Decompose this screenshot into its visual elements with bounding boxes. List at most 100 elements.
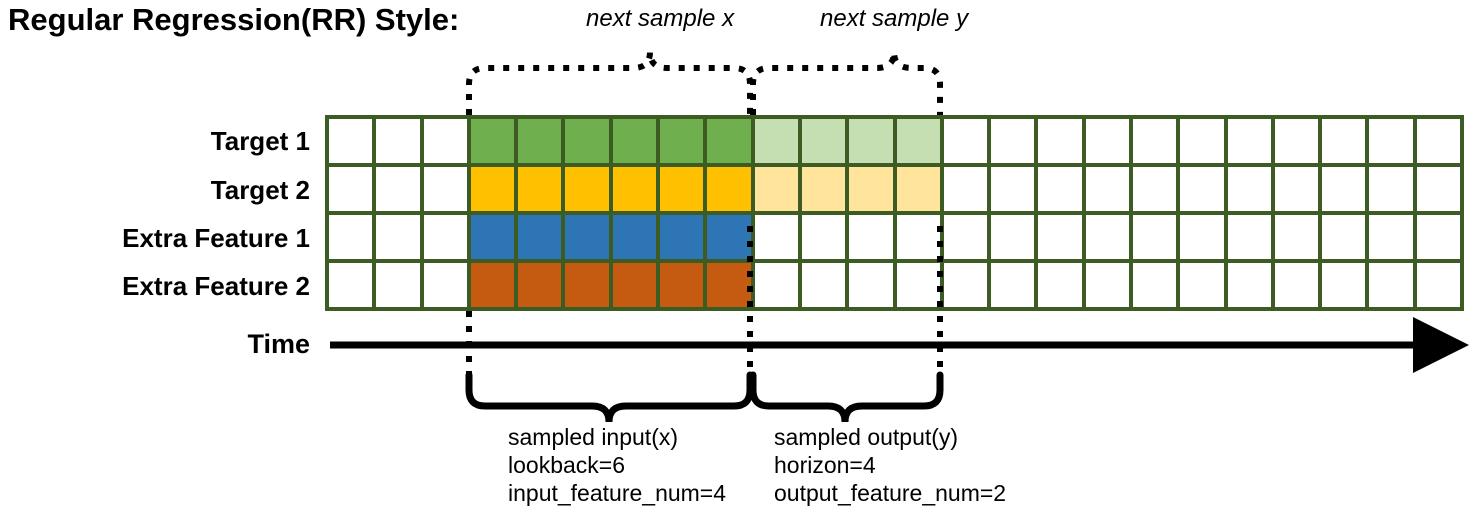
row-label-target-1: Target 1 xyxy=(210,126,310,156)
grid-cell xyxy=(1227,215,1271,259)
grid-cell xyxy=(707,167,751,211)
grid-cell xyxy=(1416,263,1460,307)
grid-cell xyxy=(1038,263,1082,307)
grid-cell xyxy=(329,167,373,211)
timeseries-grid xyxy=(325,115,1464,311)
grid-cell xyxy=(660,215,704,259)
grid-cell xyxy=(754,119,798,163)
grid-cell xyxy=(1085,263,1129,307)
row-label-extra-feature-1: Extra Feature 1 xyxy=(122,223,310,253)
grid-cell xyxy=(1132,263,1177,307)
brace-label-next-sample-y: next sample y xyxy=(820,5,969,32)
grid-cell xyxy=(1132,215,1177,259)
grid-cell xyxy=(660,263,704,307)
grid-cell xyxy=(565,215,609,259)
grid-cell xyxy=(376,263,420,307)
grid-cell xyxy=(801,119,846,163)
grid-cell xyxy=(470,263,515,307)
grid-cell xyxy=(1274,215,1319,259)
grid-cell xyxy=(754,167,798,211)
caption-sampled-output-line-3: output_feature_num=2 xyxy=(774,480,1007,506)
grid-cell xyxy=(1322,119,1366,163)
grid-cell xyxy=(1038,215,1082,259)
grid-cell xyxy=(376,215,420,259)
grid-cell xyxy=(991,215,1035,259)
grid-cell xyxy=(1322,263,1366,307)
caption-sampled-output-line-1: sampled output(y) xyxy=(774,424,959,450)
grid-cell xyxy=(1322,215,1366,259)
grid-cell xyxy=(423,167,467,211)
grid-cell xyxy=(754,215,798,259)
grid-cell xyxy=(1369,119,1413,163)
caption-sampled-input-line-3: input_feature_num=4 xyxy=(508,480,727,506)
grid-cell xyxy=(470,167,515,211)
grid-cell xyxy=(1227,263,1271,307)
row-label-target-2: Target 2 xyxy=(210,175,310,205)
grid-cell xyxy=(423,263,467,307)
grid-cell xyxy=(1369,167,1413,211)
grid-cell xyxy=(518,263,562,307)
grid-cell xyxy=(1038,167,1082,211)
grid-cell xyxy=(991,263,1035,307)
grid-cell xyxy=(660,119,704,163)
caption-sampled-input-line-2: lookback=6 xyxy=(508,452,625,478)
caption-sampled-output: sampled output(y) horizon=4 output_featu… xyxy=(774,423,1006,507)
grid-cell xyxy=(943,215,988,259)
grid-cell xyxy=(612,215,657,259)
grid-cell xyxy=(707,119,751,163)
grid-cell xyxy=(1180,167,1224,211)
grid-cell xyxy=(1369,263,1413,307)
grid-cell xyxy=(801,215,846,259)
grid-cell xyxy=(943,167,988,211)
grid-cell xyxy=(849,119,893,163)
grid-cell xyxy=(754,263,798,307)
grid-cell xyxy=(1085,215,1129,259)
grid-cell xyxy=(1227,119,1271,163)
grid-cell xyxy=(991,119,1035,163)
grid-cell xyxy=(896,215,940,259)
grid-cell xyxy=(329,215,373,259)
grid-cell xyxy=(849,263,893,307)
grid-cell xyxy=(1416,167,1460,211)
grid-cell xyxy=(1416,119,1460,163)
grid-cell xyxy=(1085,119,1129,163)
grid-cell xyxy=(1369,215,1413,259)
grid-cell xyxy=(423,119,467,163)
grid-cell xyxy=(1085,167,1129,211)
grid-cell xyxy=(423,215,467,259)
grid-cell xyxy=(707,263,751,307)
grid-cell xyxy=(470,215,515,259)
time-axis-label: Time xyxy=(247,329,310,359)
brace-label-next-sample-x: next sample x xyxy=(586,5,735,32)
grid-cell xyxy=(1274,263,1319,307)
caption-sampled-output-line-2: horizon=4 xyxy=(774,452,876,478)
grid-cell xyxy=(991,167,1035,211)
caption-sampled-input-line-1: sampled input(x) xyxy=(508,424,679,450)
grid-cell xyxy=(801,167,846,211)
top-brace-next-sample-y xyxy=(750,51,943,115)
top-brace-next-sample-x xyxy=(466,51,753,115)
caption-sampled-input: sampled input(x) lookback=6 input_featur… xyxy=(508,423,726,507)
grid-cell xyxy=(896,263,940,307)
grid-cell xyxy=(849,215,893,259)
grid-cell xyxy=(1038,119,1082,163)
page-title: Regular Regression(RR) Style: xyxy=(8,2,460,37)
grid-cell xyxy=(518,215,562,259)
grid-cell xyxy=(1274,119,1319,163)
row-label-extra-feature-2: Extra Feature 2 xyxy=(122,271,310,301)
grid-cell xyxy=(896,167,940,211)
grid-cell xyxy=(1180,263,1224,307)
grid-cell xyxy=(612,167,657,211)
grid-cell xyxy=(896,119,940,163)
grid-cell xyxy=(1132,119,1177,163)
grid-cell xyxy=(660,167,704,211)
grid-cell xyxy=(565,119,609,163)
grid-cell xyxy=(565,263,609,307)
grid-cell xyxy=(470,119,515,163)
grid-cell xyxy=(1227,167,1271,211)
grid-cell xyxy=(565,167,609,211)
grid-cell xyxy=(1180,119,1224,163)
grid-cell xyxy=(707,215,751,259)
grid-cell xyxy=(518,167,562,211)
